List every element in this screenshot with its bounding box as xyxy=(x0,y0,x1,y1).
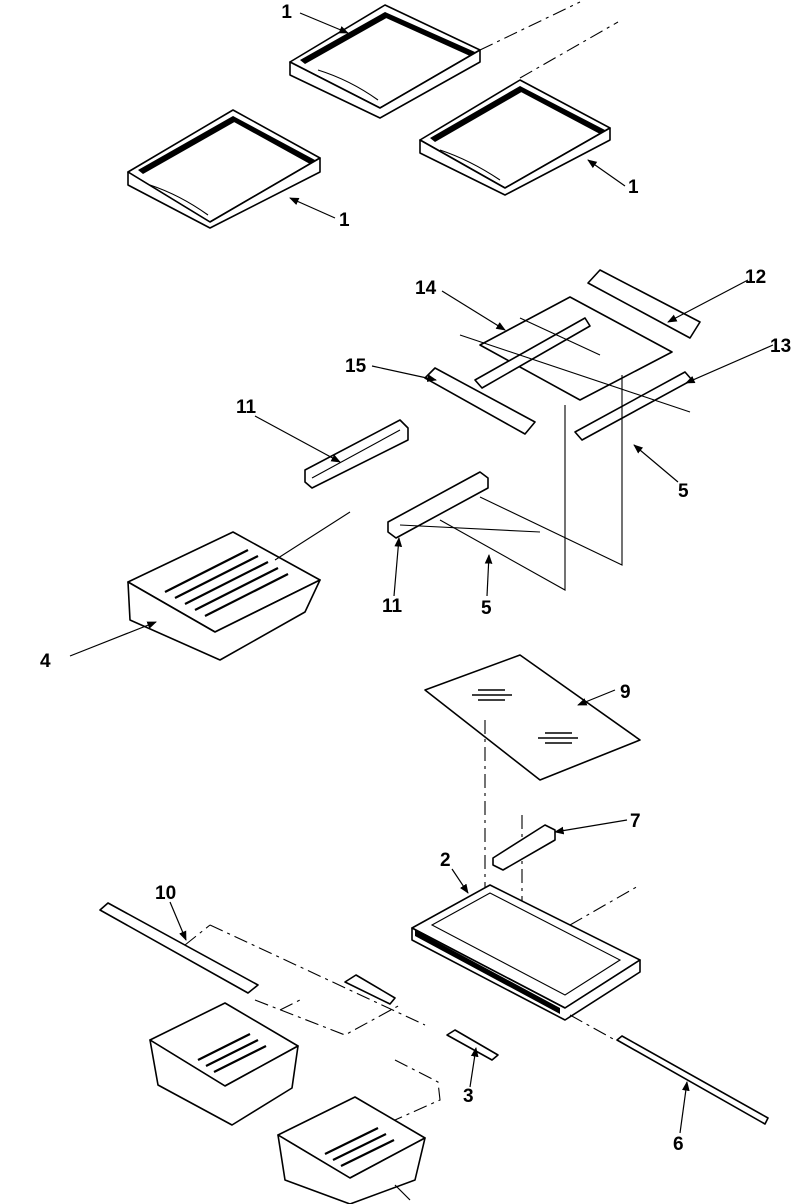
shelf-frame-2 xyxy=(411,884,641,1021)
callout-5: 5 xyxy=(678,481,689,502)
bracket-13 xyxy=(474,317,693,441)
slide-7 xyxy=(492,824,556,871)
callout-10: 10 xyxy=(155,883,176,904)
slide-left xyxy=(344,974,396,1005)
callout-1: 1 xyxy=(339,210,350,231)
callout-labels: 1 1 1 12 14 13 15 11 5 11 5 4 9 7 2 10 3… xyxy=(40,2,791,1155)
callout-11: 11 xyxy=(382,596,403,617)
glass-shelf-14 xyxy=(479,296,673,401)
bracket-11-lower xyxy=(387,471,541,539)
alignment-line xyxy=(479,1,581,51)
alignment-line xyxy=(279,999,301,1011)
guide-line xyxy=(459,334,691,413)
slide-3 xyxy=(446,1029,499,1061)
callout-13: 13 xyxy=(770,336,791,357)
callout-9: 9 xyxy=(620,682,631,703)
guide-line xyxy=(479,375,623,566)
rod-6 xyxy=(616,1035,769,1125)
guide-line xyxy=(274,511,351,561)
guide-line xyxy=(439,405,566,591)
callout-2: 2 xyxy=(440,850,451,871)
shelf-top-center xyxy=(289,4,481,119)
callout-1: 1 xyxy=(281,2,292,23)
callout-5: 5 xyxy=(481,598,492,619)
trim-15 xyxy=(424,367,536,435)
shelf-top-right xyxy=(419,79,611,196)
shelf-top-left xyxy=(127,109,321,229)
alignment-line xyxy=(184,924,211,946)
alignment-line xyxy=(519,21,619,79)
glass-shelf-9 xyxy=(424,654,641,781)
bracket-11-upper xyxy=(304,419,409,489)
guide-line xyxy=(519,317,601,356)
alignment-line xyxy=(254,999,401,1036)
callout-11: 11 xyxy=(236,397,257,418)
callout-12: 12 xyxy=(745,267,766,288)
callout-3: 3 xyxy=(463,1086,474,1107)
callout-14: 14 xyxy=(415,278,437,299)
callout-4: 4 xyxy=(40,651,51,672)
callout-15: 15 xyxy=(345,356,367,377)
callout-7: 7 xyxy=(630,811,641,832)
callout-6: 6 xyxy=(673,1134,684,1155)
alignment-line xyxy=(569,884,641,926)
alignment-line xyxy=(209,924,426,1026)
trim-10 xyxy=(99,902,259,994)
alignment-line xyxy=(394,1059,441,1121)
callout-1: 1 xyxy=(628,177,639,198)
drawer-lower-left xyxy=(149,1002,299,1126)
leader-lines xyxy=(69,12,774,1201)
alignment-line xyxy=(569,1014,616,1041)
crisper-drawer-4 xyxy=(127,531,321,661)
drawer-lower-right xyxy=(277,1096,426,1204)
